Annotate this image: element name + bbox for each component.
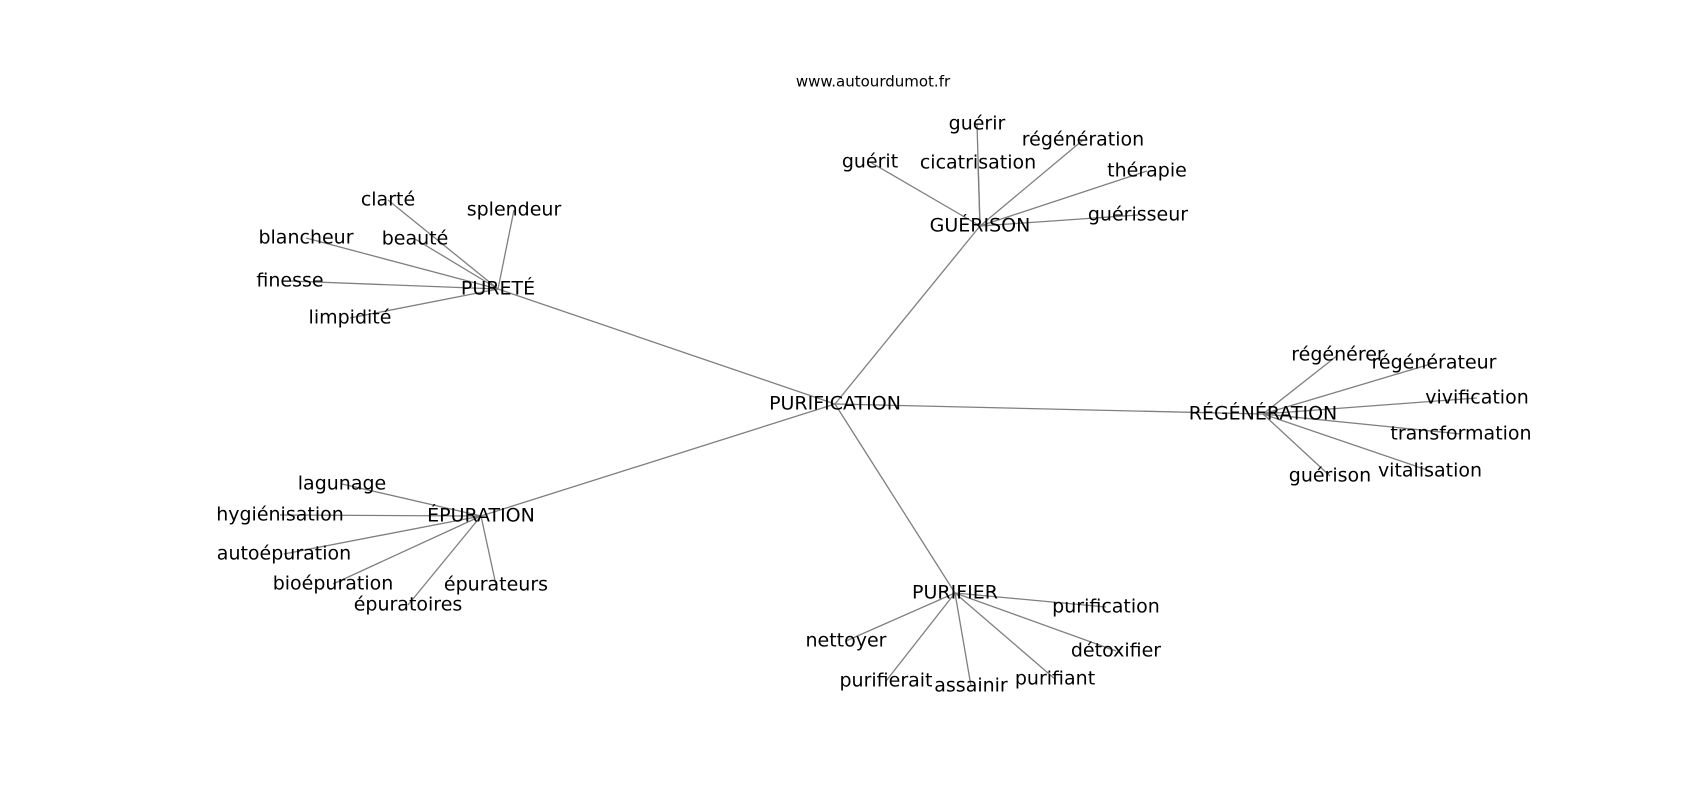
node-leaf: régénération: [1022, 129, 1144, 151]
edge-pureté-4: [289, 280, 499, 290]
edge-guérison-3: [977, 162, 981, 227]
edge-épuration-3: [332, 515, 482, 585]
edge-pureté-3: [414, 238, 499, 290]
node-hub: ÉPURATION: [427, 504, 535, 527]
edge-régénération-5: [1262, 413, 1431, 472]
edge-pureté-5: [349, 288, 499, 319]
graph-edges: [279, 123, 1478, 687]
edge-purifier-5: [954, 592, 1056, 680]
edge-purifier-0: [954, 592, 1107, 608]
edge-guérison-4: [979, 170, 1148, 227]
node-leaf: cicatrisation: [920, 152, 1036, 174]
node-leaf: régénérer: [1291, 344, 1385, 366]
edge-régénération-4: [1262, 413, 1331, 477]
node-hub: PURIFIER: [912, 582, 998, 604]
source-url: www.autourdumot.fr: [796, 73, 951, 91]
edge-center-épuration: [480, 403, 836, 517]
edge-purifier-2: [954, 592, 1117, 652]
edge-purifier-4: [954, 592, 972, 687]
edge-régénération-1: [1262, 362, 1435, 415]
edge-régénération-0: [1262, 354, 1339, 415]
node-center: PURIFICATION: [769, 393, 901, 415]
node-leaf: clarté: [361, 189, 415, 211]
node-hub: RÉGÉNÉRATION: [1189, 402, 1337, 425]
node-leaf: épurateurs: [444, 574, 548, 596]
node-leaf: guérisseur: [1088, 204, 1188, 226]
edge-center-purifier: [834, 403, 956, 594]
edge-régénération-2: [1262, 397, 1478, 415]
node-leaf: limpidité: [309, 307, 392, 329]
edge-purifier-1: [845, 592, 956, 642]
edge-purifier-3: [885, 592, 956, 682]
node-leaf: purifierait: [839, 670, 932, 692]
node-leaf: vitalisation: [1378, 460, 1482, 482]
node-hub: PURETÉ: [461, 277, 535, 300]
node-leaf: beauté: [382, 228, 449, 250]
node-leaf: guérir: [949, 113, 1006, 135]
node-leaf: splendeur: [467, 199, 562, 221]
node-leaf: bioépuration: [273, 573, 394, 595]
edge-épuration-1: [279, 514, 482, 517]
node-leaf: guérison: [1289, 465, 1371, 487]
node-leaf: épuratoires: [354, 594, 463, 616]
node-leaf: vivification: [1425, 387, 1529, 409]
node-leaf: hygiénisation: [216, 504, 344, 526]
node-leaf: lagunage: [298, 473, 386, 495]
edge-pureté-0: [387, 199, 499, 290]
edge-épuration-0: [341, 483, 482, 517]
node-leaf: nettoyer: [805, 630, 886, 652]
edge-épuration-4: [407, 515, 482, 606]
node-leaf: purifiant: [1015, 668, 1095, 690]
edge-pureté-2: [305, 237, 499, 290]
node-leaf: purification: [1052, 596, 1160, 618]
edge-pureté-1: [497, 209, 515, 290]
node-leaf: détoxifier: [1071, 640, 1161, 662]
node-leaf: régénérateur: [1371, 352, 1496, 374]
edge-center-pureté: [497, 288, 836, 405]
edge-épuration-2: [283, 515, 482, 555]
node-leaf: blancheur: [258, 227, 353, 249]
node-leaf: assainir: [934, 675, 1008, 697]
edge-guérison-1: [979, 139, 1084, 227]
node-leaf: finesse: [256, 270, 323, 292]
node-leaf: guérit: [842, 151, 898, 173]
edge-center-guérison: [834, 225, 981, 405]
edge-épuration-5: [480, 515, 497, 586]
node-hub: GUÉRISON: [930, 214, 1031, 237]
node-leaf: autoépuration: [217, 543, 351, 565]
edge-center-régénération: [834, 403, 1264, 415]
edge-guérison-5: [979, 214, 1139, 227]
node-leaf: transformation: [1390, 423, 1531, 445]
edge-guérison-2: [869, 161, 981, 227]
edge-régénération-3: [1262, 413, 1462, 435]
node-leaf: thérapie: [1107, 160, 1187, 182]
graph-labels: PURIFICATION PURETÉ clarté splendeur blanche…: [216, 113, 1531, 697]
